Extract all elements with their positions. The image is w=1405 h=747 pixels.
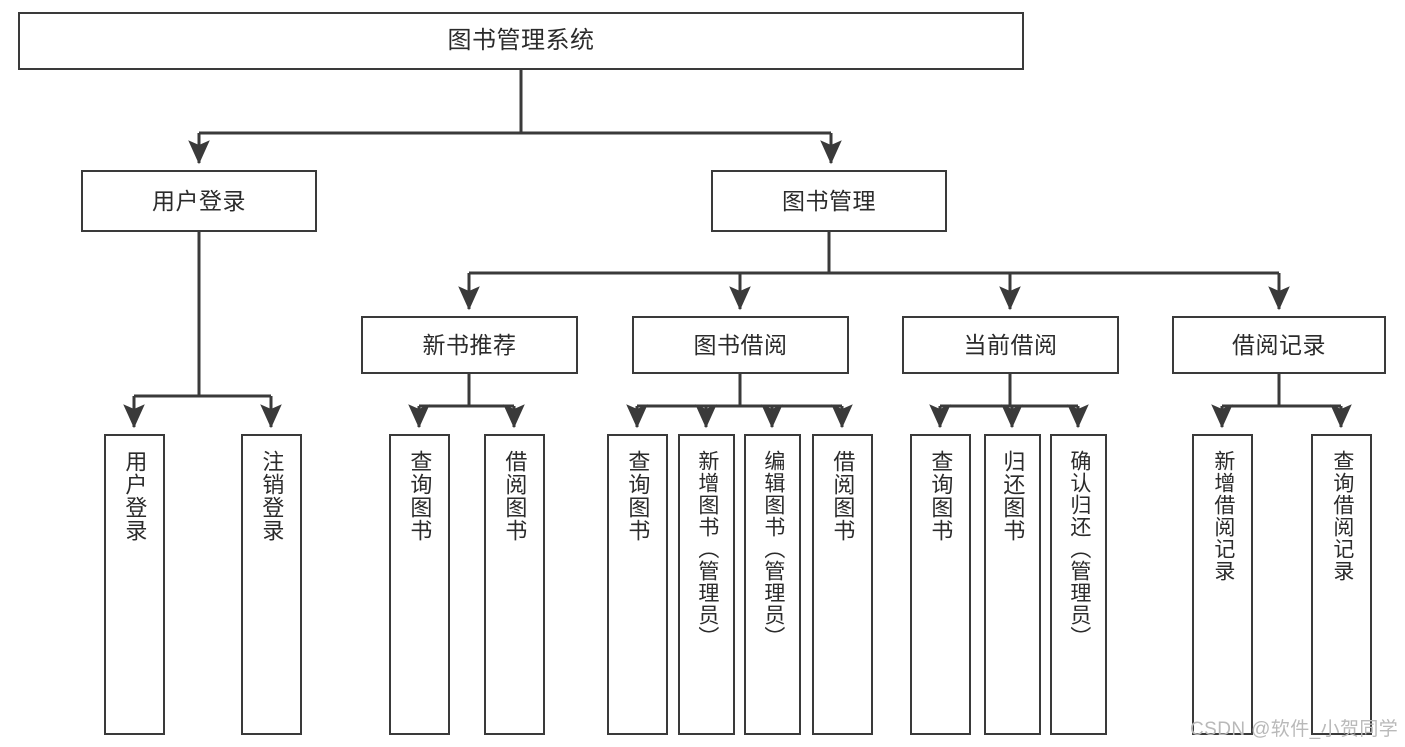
leaf-confirm-return-label: 确认归还（管理员） xyxy=(1067,450,1091,648)
csdn-watermark: CSDN @软件_小贺同学 xyxy=(1190,719,1399,740)
node-borrow-record-label: 借阅记录 xyxy=(1232,331,1326,358)
leaf-query-record[interactable]: 查询借阅记录 xyxy=(1311,434,1372,735)
node-user-login-label: 用户登录 xyxy=(152,187,246,214)
leaf-query-book-rec-label: 查询图书 xyxy=(407,450,433,542)
node-book-manage[interactable]: 图书管理 xyxy=(711,170,947,232)
leaf-query-book-borrow[interactable]: 查询图书 xyxy=(607,434,668,735)
leaf-query-book-current-label: 查询图书 xyxy=(928,450,954,542)
node-book-borrow[interactable]: 图书借阅 xyxy=(632,316,849,374)
leaf-edit-book[interactable]: 编辑图书（管理员） xyxy=(744,434,801,735)
leaf-return-book-label: 归还图书 xyxy=(1000,450,1026,542)
node-root[interactable]: 图书管理系统 xyxy=(18,12,1024,70)
node-current-borrow-label: 当前借阅 xyxy=(963,331,1058,358)
leaf-add-record[interactable]: 新增借阅记录 xyxy=(1192,434,1253,735)
leaf-borrow-book[interactable]: 借阅图书 xyxy=(812,434,873,735)
leaf-return-book[interactable]: 归还图书 xyxy=(984,434,1041,735)
leaf-add-record-label: 新增借阅记录 xyxy=(1211,450,1235,582)
node-user-login[interactable]: 用户登录 xyxy=(81,170,317,232)
leaf-query-book-current[interactable]: 查询图书 xyxy=(910,434,971,735)
node-new-book-rec-label: 新书推荐 xyxy=(422,331,517,358)
leaf-query-book-rec[interactable]: 查询图书 xyxy=(389,434,450,735)
node-current-borrow[interactable]: 当前借阅 xyxy=(902,316,1119,374)
leaf-borrow-book-rec-label: 借阅图书 xyxy=(502,450,528,542)
node-book-manage-label: 图书管理 xyxy=(782,187,876,214)
leaf-confirm-return[interactable]: 确认归还（管理员） xyxy=(1050,434,1107,735)
node-root-label: 图书管理系统 xyxy=(447,27,595,54)
node-new-book-rec[interactable]: 新书推荐 xyxy=(361,316,578,374)
leaf-borrow-book-label: 借阅图书 xyxy=(830,450,856,542)
leaf-borrow-book-rec[interactable]: 借阅图书 xyxy=(484,434,545,735)
node-book-borrow-label: 图书借阅 xyxy=(693,331,788,358)
leaf-add-book[interactable]: 新增图书（管理员） xyxy=(678,434,735,735)
leaf-query-record-label: 查询借阅记录 xyxy=(1330,450,1354,582)
leaf-user-login[interactable]: 用户登录 xyxy=(104,434,165,735)
leaf-user-login-label: 用户登录 xyxy=(122,450,148,542)
leaf-user-logout[interactable]: 注销登录 xyxy=(241,434,302,735)
leaf-query-book-borrow-label: 查询图书 xyxy=(625,450,651,542)
node-borrow-record[interactable]: 借阅记录 xyxy=(1172,316,1386,374)
leaf-user-logout-label: 注销登录 xyxy=(259,450,285,542)
leaf-edit-book-label: 编辑图书（管理员） xyxy=(761,450,785,648)
leaf-add-book-label: 新增图书（管理员） xyxy=(695,450,719,648)
